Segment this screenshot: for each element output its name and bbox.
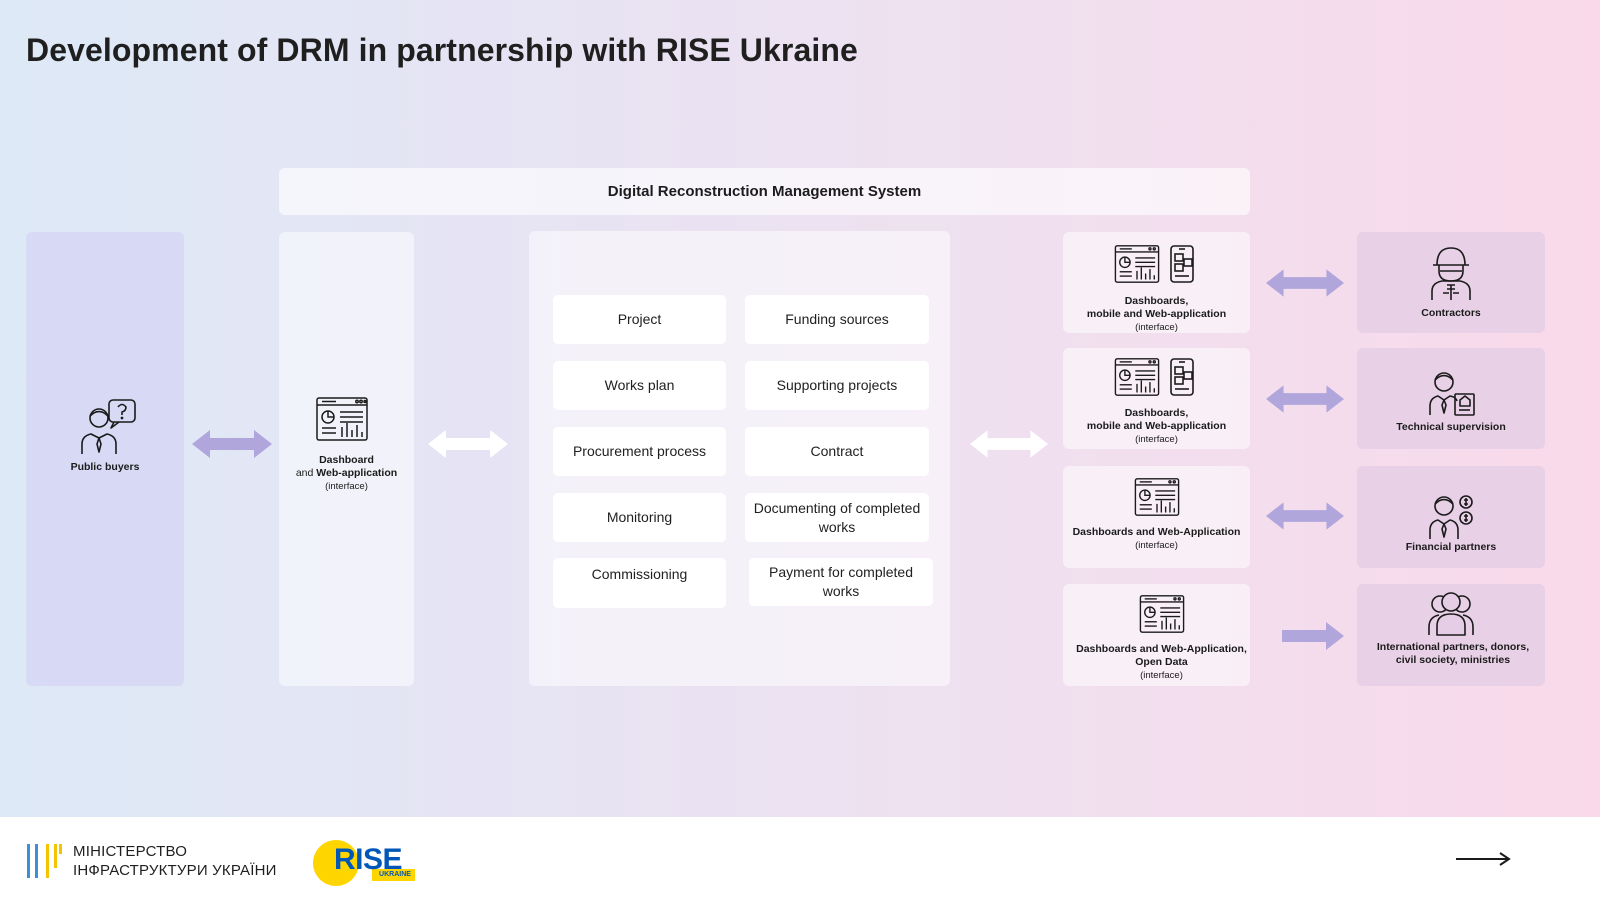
mobile-app-icon bbox=[1170, 358, 1194, 396]
buyer-interface-line2-bold: Web-application bbox=[316, 467, 398, 479]
footer: МІНІСТЕРСТВО ІНФРАСТРУКТУРИ УКРАЇНИ RISE… bbox=[0, 817, 1600, 900]
rise-logo-text: RISE bbox=[334, 843, 403, 876]
module-documenting-completed-works: Documenting of completed works bbox=[745, 493, 929, 542]
double-arrow-supervision-icon bbox=[1266, 385, 1344, 413]
module-payment-completed-works: Payment for completed works bbox=[749, 558, 933, 606]
buyer-interface-line3: (interface) bbox=[325, 481, 368, 492]
module-funding-sources: Funding sources bbox=[745, 295, 929, 344]
buyer-question-icon bbox=[81, 399, 136, 454]
stakeholder-label-international: International partners, donors, civil so… bbox=[1376, 641, 1530, 666]
stakeholder-label-supervision: Technical supervision bbox=[1396, 421, 1506, 433]
module-procurement-process: Procurement process bbox=[553, 427, 726, 476]
slide-background: Development of DRM in partnership with R… bbox=[0, 0, 1600, 817]
module-commissioning: Commissioning bbox=[553, 558, 726, 608]
dashboard-icon bbox=[1114, 358, 1160, 396]
interface-3-line3: (interface) bbox=[1135, 540, 1178, 551]
interface-box-financial bbox=[1063, 466, 1250, 568]
system-header: Digital Reconstruction Management System bbox=[279, 168, 1250, 215]
group-icon bbox=[1428, 592, 1474, 636]
interface-label-2: Dashboards, mobile and Web-application (… bbox=[1063, 407, 1250, 446]
interface-box-open-data bbox=[1063, 584, 1250, 686]
interface-4-line2: Open Data bbox=[1135, 656, 1188, 668]
module-project: Project bbox=[553, 295, 726, 344]
dashboard-icon bbox=[316, 397, 368, 441]
interface-4-line1: Dashboards and Web-Application, bbox=[1076, 643, 1247, 655]
public-buyers-panel bbox=[26, 232, 184, 686]
buyer-interface-label: Dashboard and Web-application (interface… bbox=[279, 454, 414, 493]
arrow-right-icon[interactable] bbox=[1455, 851, 1511, 867]
mobile-app-icon bbox=[1170, 245, 1194, 283]
dashboard-icon bbox=[1139, 595, 1185, 633]
stakeholder-label-financial: Financial partners bbox=[1405, 541, 1497, 553]
module-works-plan: Works plan bbox=[553, 361, 726, 410]
arrow-right-open-data-icon bbox=[1282, 622, 1344, 650]
stakeholder-box-contractors bbox=[1357, 232, 1545, 333]
interface-1-line3: (interface) bbox=[1135, 322, 1178, 333]
supervisor-icon bbox=[1429, 372, 1475, 416]
stakeholder-box-financial bbox=[1357, 466, 1545, 568]
ministry-logo-icon bbox=[27, 844, 62, 878]
double-arrow-financial-icon bbox=[1266, 502, 1344, 530]
interface-1-line1: Dashboards, bbox=[1124, 295, 1189, 307]
interface-2-line3: (interface) bbox=[1135, 434, 1178, 445]
public-buyers-label: Public buyers bbox=[70, 461, 140, 473]
contractor-icon bbox=[1431, 247, 1471, 300]
dashboard-icon bbox=[1114, 245, 1160, 283]
buyer-interface-line1: Dashboard bbox=[319, 454, 374, 466]
double-arrow-system-right-icon bbox=[970, 430, 1048, 458]
interface-3-line1: Dashboards and Web-Application bbox=[1072, 526, 1241, 538]
stakeholder-label-contractors: Contractors bbox=[1421, 307, 1481, 319]
page-title: Development of DRM in partnership with R… bbox=[26, 32, 858, 68]
buyer-dashboard-panel bbox=[279, 232, 414, 686]
interface-1-line2: mobile and Web-application bbox=[1086, 308, 1227, 320]
rise-logo-sub: UKRAINE bbox=[379, 871, 411, 878]
ministry-name: МІНІСТЕРСТВО ІНФРАСТРУКТУРИ УКРАЇНИ bbox=[73, 842, 277, 880]
financial-partner-icon bbox=[1429, 495, 1473, 539]
dashboard-icon bbox=[1134, 478, 1180, 516]
module-monitoring: Monitoring bbox=[553, 493, 726, 542]
interface-label-1: Dashboards, mobile and Web-application (… bbox=[1063, 295, 1250, 334]
buyer-interface-line2: and Web-application bbox=[279, 467, 414, 480]
double-arrow-system-left-icon bbox=[428, 430, 508, 458]
module-contract: Contract bbox=[745, 427, 929, 476]
rise-ukraine-logo bbox=[313, 840, 415, 886]
interface-2-line1: Dashboards, bbox=[1124, 407, 1189, 419]
stakeholder-box-supervision bbox=[1357, 348, 1545, 449]
interface-4-line3: (interface) bbox=[1140, 670, 1183, 681]
interface-label-3: Dashboards and Web-Application (interfac… bbox=[1063, 526, 1250, 552]
module-supporting-projects: Supporting projects bbox=[745, 361, 929, 410]
double-arrow-contractors-icon bbox=[1266, 269, 1344, 297]
buyer-interface-line2-prefix: and bbox=[295, 467, 317, 479]
interface-label-4: Dashboards and Web-Application, Open Dat… bbox=[1068, 643, 1255, 682]
ministry-line2: ІНФРАСТРУКТУРИ УКРАЇНИ bbox=[73, 862, 277, 879]
interface-2-line2: mobile and Web-application bbox=[1086, 420, 1227, 432]
double-arrow-buyers-icon bbox=[192, 430, 272, 458]
ministry-line1: МІНІСТЕРСТВО bbox=[73, 843, 188, 860]
